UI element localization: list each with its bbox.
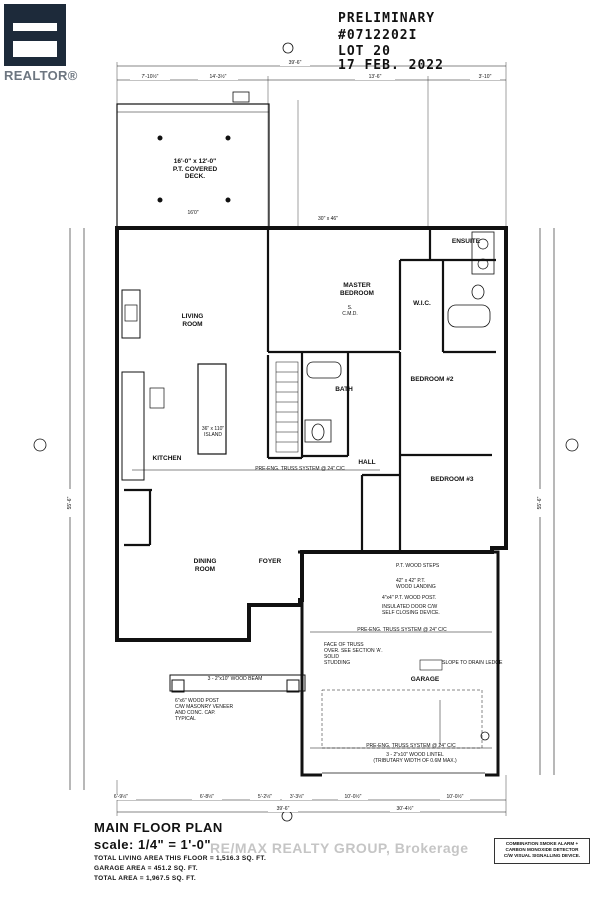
steps-note: P.T. WOOD STEPS xyxy=(396,563,440,569)
dim-overall-top: 39'-6" xyxy=(280,60,310,66)
bedroom-3-label: BEDROOM #3 xyxy=(430,476,474,483)
dim-bottom-a: 6'-9½" xyxy=(106,794,136,800)
truss-face-note: FACE OF TRUSS OVER. SEE SECTION 'A'. SOL… xyxy=(324,642,383,666)
bath-label: BATH xyxy=(335,386,353,393)
living-room-label: LIVING ROOM xyxy=(181,313,204,328)
dim-top-right: 3'-10" xyxy=(470,74,500,80)
foyer-label: FOYER xyxy=(258,558,282,565)
dim-deck-bottom: 30" x 46" xyxy=(318,216,338,222)
deck-label: 16'-0" x 12'-0" P.T. COVERED DECK. xyxy=(172,158,218,180)
header-lot: LOT 20 xyxy=(338,44,391,59)
dim-top-left: 7'-10½" xyxy=(130,74,170,80)
dim-side-left: 55'-6" xyxy=(67,489,73,517)
kitchen-label: KITCHEN xyxy=(152,455,182,462)
garage-label: GARAGE xyxy=(410,676,440,683)
beam-note: 3 - 2"x10" WOOD BEAM xyxy=(207,676,263,682)
dim-bottom-total: 30'-4½" xyxy=(390,806,420,812)
bedroom-2-label: BEDROOM #2 xyxy=(410,376,454,383)
dim-bottom-e: 10'-0½" xyxy=(338,794,368,800)
brokerage-watermark: RE/MAX REALTY GROUP, Brokerage xyxy=(210,840,469,856)
total-area: TOTAL AREA = 1,967.5 SQ. FT. xyxy=(94,875,197,882)
porch xyxy=(169,674,306,692)
header-plan-number: #0712202I xyxy=(338,28,418,43)
ledge-note: LEDGE xyxy=(485,660,503,666)
wic-label: W.I.C. xyxy=(413,300,431,307)
dim-bottom-b: 6'-8½" xyxy=(192,794,222,800)
smoke-detector-master: S. C.M.D. xyxy=(342,305,358,317)
truss-note-2: PRE-ENG. TRUSS SYSTEM @ 24" C/C xyxy=(357,627,447,633)
slope-note: SLOPE TO DRAIN xyxy=(442,660,484,666)
door-note: INSULATED DOOR C/W SELF CLOSING DEVICE. xyxy=(382,604,440,616)
truss-note-1: PRE-ENG. TRUSS SYSTEM @ 24" C/C xyxy=(255,466,345,472)
lintel-note: 3 - 2"x10" WOOD LINTEL (TRIBUTARY WIDTH … xyxy=(373,752,457,764)
dining-room-label: DINING ROOM xyxy=(193,558,217,573)
dim-bottom-c: 5'-2½" xyxy=(250,794,280,800)
living-area: TOTAL LIVING AREA THIS FLOOR = 1,516.3 S… xyxy=(94,855,267,862)
kitchen-island xyxy=(197,363,227,455)
island-label: 36" x 110" ISLAND xyxy=(201,426,225,438)
master-bedroom-label: MASTER BEDROOM xyxy=(340,282,374,297)
dim-top-mid2: 13'-6" xyxy=(355,74,395,80)
plan-title: MAIN FLOOR PLAN xyxy=(94,820,223,835)
ensuite-label: ENSUITE xyxy=(451,238,481,245)
garage-wall xyxy=(298,550,500,777)
dim-bottom-f: 10'-0½" xyxy=(440,794,470,800)
garage-area: GARAGE AREA = 451.2 SQ. FT. xyxy=(94,865,198,872)
dim-bottom-d: 3'-3½" xyxy=(282,794,312,800)
post-note: 4"x4" P.T. WOOD POST. xyxy=(382,595,437,601)
alarm-note: COMBINATION SMOKE ALARM + CARBON MONOXID… xyxy=(494,838,590,864)
realtor-logo xyxy=(4,4,66,66)
header-date: 17 FEB. 2022 xyxy=(338,58,444,73)
hall-label: HALL xyxy=(358,459,376,466)
truss-note-3: PRE-ENG. TRUSS SYSTEM @ 24" C/C xyxy=(366,743,456,749)
post-footing-note: 6"x6" WOOD POST C/W MASONRY VENEER AND C… xyxy=(175,698,234,722)
realtor-wordmark: REALTOR® xyxy=(4,68,78,83)
landing-note: 42" x 42" P.T. WOOD LANDING xyxy=(396,578,436,590)
dim-bottom-overall: 39'-6" xyxy=(268,806,298,812)
plan-scale: scale: 1/4" = 1'-0" xyxy=(94,837,212,852)
header-status: PRELIMINARY xyxy=(338,11,436,26)
dim-side-right: 55'-6" xyxy=(537,489,543,517)
dim-top-mid: 14'-3½" xyxy=(198,74,238,80)
dim-deck-width: 16'0" xyxy=(187,210,199,216)
